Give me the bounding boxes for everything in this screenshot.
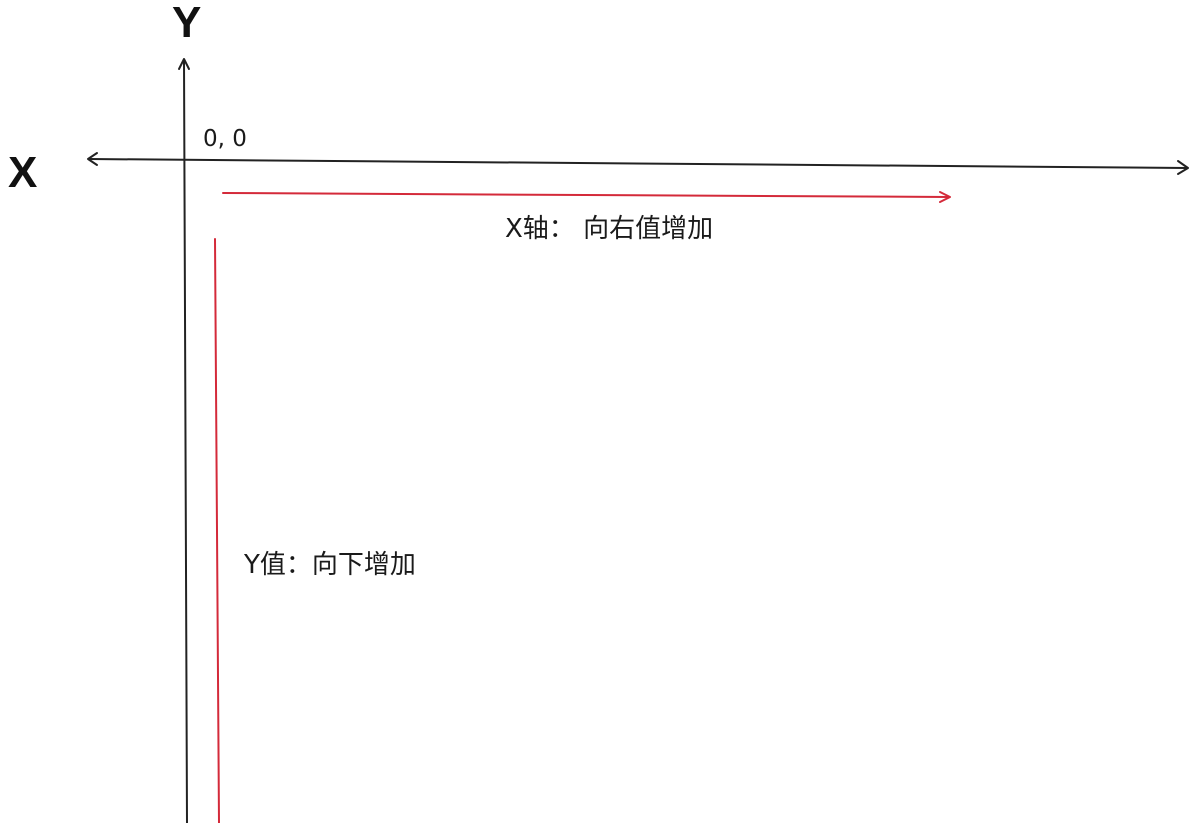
x-direction-label: X轴： 向右值增加 xyxy=(505,214,714,244)
right-arrowhead xyxy=(1177,160,1189,175)
y-axis-name: Y xyxy=(172,0,202,47)
y-direction-label: Y值：向下增加 xyxy=(244,550,416,580)
origin-label: 0, 0 xyxy=(203,126,247,152)
y-direction-line xyxy=(214,238,220,823)
x-direction-arrowhead xyxy=(939,191,951,203)
horizontal-axis xyxy=(88,158,1188,169)
x-direction-arrow xyxy=(222,192,950,198)
x-axis-name: X xyxy=(8,148,38,197)
vertical-axis xyxy=(183,59,188,823)
left-arrowhead xyxy=(87,152,98,166)
up-arrowhead xyxy=(178,58,190,70)
